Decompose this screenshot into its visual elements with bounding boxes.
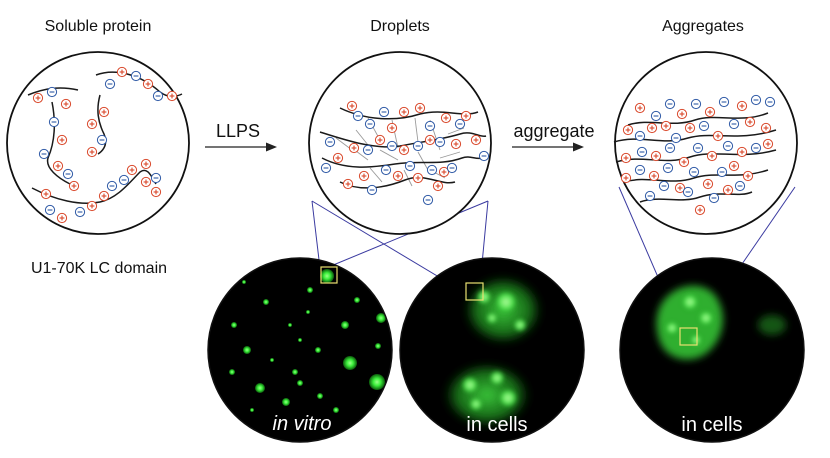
droplet-punctum	[306, 310, 310, 314]
droplet-punctum	[297, 380, 303, 386]
droplet-punctum	[307, 287, 313, 293]
droplet-punctum	[242, 280, 246, 284]
micrograph-in-vitro	[208, 258, 392, 442]
droplets-diagram	[308, 51, 492, 235]
droplet-punctum	[320, 269, 334, 283]
stage-title-aggregates: Aggregates	[662, 18, 744, 35]
droplet-punctum	[376, 313, 386, 323]
charge-markers	[320, 100, 490, 206]
droplet-punctum	[250, 408, 254, 412]
micrograph-label-droplets-cells: in cells	[466, 414, 527, 436]
aggregate-arrow: aggregate	[512, 121, 595, 152]
stage-title-soluble: Soluble protein	[45, 18, 152, 35]
droplet-punctum	[315, 347, 321, 353]
droplet-punctum	[229, 369, 235, 375]
micrograph-aggregates-in-cells	[620, 258, 804, 442]
droplet-punctum	[243, 346, 251, 354]
droplet-punctum	[231, 322, 237, 328]
droplet-punctum	[354, 297, 360, 303]
droplet-puncta	[229, 269, 386, 413]
charge-markers	[32, 66, 178, 224]
protein-domain-label: U1-70K LC domain	[31, 260, 167, 277]
stage-title-droplets: Droplets	[370, 18, 430, 35]
droplet-punctum	[263, 299, 269, 305]
droplet-punctum	[282, 398, 290, 406]
droplet-punctum	[317, 393, 323, 399]
droplet-punctum	[343, 356, 357, 370]
aggregates-diagram	[613, 51, 798, 235]
droplet-punctum	[288, 323, 292, 327]
llps-arrow: LLPS	[205, 121, 277, 152]
roi-box-aggregates-cells	[679, 327, 698, 346]
droplet-punctum	[341, 321, 349, 329]
charge-markers	[620, 94, 776, 216]
droplet-punctum	[298, 338, 302, 342]
droplet-punctum	[369, 374, 385, 390]
roi-box-droplets-cells	[465, 282, 484, 301]
llps-arrow-label: LLPS	[216, 121, 260, 141]
droplet-punctum	[255, 383, 265, 393]
micrograph-label-in-vitro: in vitro	[273, 413, 332, 435]
roi-box-in-vitro	[320, 266, 338, 284]
aggregate-arrow-label: aggregate	[513, 121, 594, 141]
soluble-protein-diagram	[6, 51, 190, 235]
droplet-punctum	[375, 343, 381, 349]
droplet-punctum	[270, 358, 274, 362]
droplet-punctum	[333, 407, 339, 413]
droplet-punctum	[292, 369, 298, 375]
micrograph-label-aggregates-cells: in cells	[681, 414, 742, 436]
